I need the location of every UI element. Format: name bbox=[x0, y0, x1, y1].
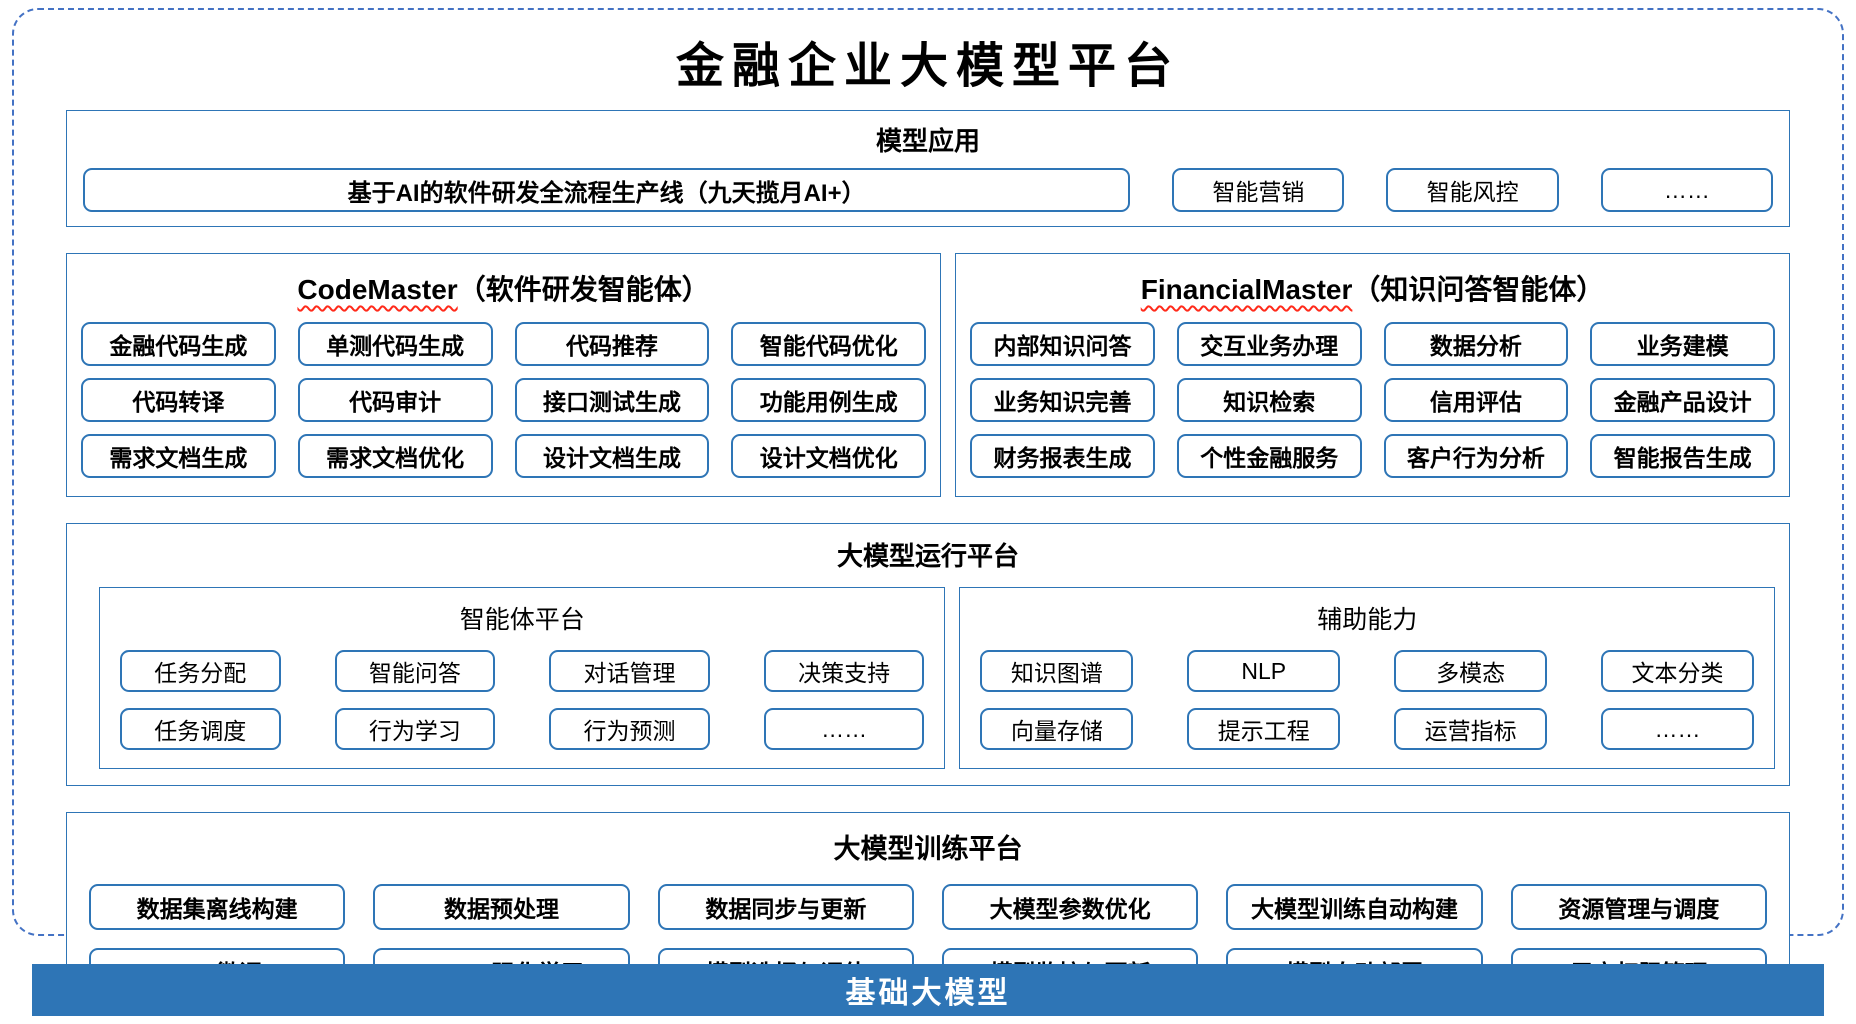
financialmaster-item: 内部知识问答 bbox=[970, 322, 1155, 366]
app-item-risk-control: 智能风控 bbox=[1386, 168, 1559, 212]
codemaster-item: 智能代码优化 bbox=[731, 322, 927, 366]
agent-platform-box: 智能体平台 任务分配 智能问答 对话管理 决策支持 任务调度 行为学习 行为预测… bbox=[99, 587, 946, 769]
agent-platform-item: 智能问答 bbox=[334, 650, 496, 692]
app-item-marketing: 智能营销 bbox=[1172, 168, 1345, 212]
agent-platform-title: 智能体平台 bbox=[459, 606, 585, 634]
agent-platform-item: 行为预测 bbox=[549, 708, 710, 750]
codemaster-item: 功能用例生成 bbox=[731, 378, 927, 422]
financialmaster-item: 知识检索 bbox=[1176, 378, 1362, 422]
agent-platform-grid: 任务分配 智能问答 对话管理 决策支持 任务调度 行为学习 行为预测 …… bbox=[120, 650, 925, 750]
agent-platform-item: 任务调度 bbox=[120, 708, 281, 750]
agent-platform-item: 对话管理 bbox=[549, 650, 710, 692]
financialmaster-item: 财务报表生成 bbox=[970, 434, 1155, 478]
model-application-row: 基于AI的软件研发全流程生产线（九天揽月AI+） 智能营销 智能风控 …… bbox=[83, 168, 1774, 212]
training-item: 大模型参数优化 bbox=[942, 884, 1199, 930]
codemaster-item: 需求文档优化 bbox=[297, 434, 493, 478]
agent-platform-item: 决策支持 bbox=[763, 650, 925, 692]
agent-platform-item: 任务分配 bbox=[120, 650, 281, 692]
codemaster-item: 需求文档生成 bbox=[81, 434, 276, 478]
runtime-row: 智能体平台 任务分配 智能问答 对话管理 决策支持 任务调度 行为学习 行为预测… bbox=[81, 587, 1775, 769]
training-item: 资源管理与调度 bbox=[1510, 884, 1767, 930]
financialmaster-title-zh: （知识问答智能体） bbox=[1352, 274, 1605, 305]
financialmaster-item: 个性金融服务 bbox=[1176, 434, 1362, 478]
agent-platform-item: …… bbox=[763, 708, 925, 750]
auxiliary-item: 运营指标 bbox=[1394, 708, 1548, 750]
app-item-ellipsis: …… bbox=[1600, 168, 1774, 212]
platform-outline: 金融企业大模型平台 模型应用 基于AI的软件研发全流程生产线（九天揽月AI+） … bbox=[12, 8, 1844, 1015]
runtime-platform-section: 大模型运行平台 智能体平台 任务分配 智能问答 对话管理 决策支持 任务调度 行… bbox=[66, 523, 1790, 786]
foundation-model-bar: 基础大模型 bbox=[32, 964, 1824, 1016]
ai-pipeline-box: 基于AI的软件研发全流程生产线（九天揽月AI+） bbox=[83, 168, 1131, 212]
model-application-section: 模型应用 基于AI的软件研发全流程生产线（九天揽月AI+） 智能营销 智能风控 … bbox=[66, 110, 1790, 227]
agents-row: CodeMaster（软件研发智能体） 金融代码生成 单测代码生成 代码推荐 智… bbox=[66, 253, 1790, 497]
financialmaster-section: FinancialMaster（知识问答智能体） 内部知识问答 交互业务办理 数… bbox=[955, 253, 1790, 497]
financialmaster-title-en: FinancialMaster bbox=[1140, 274, 1353, 305]
financialmaster-item: 智能报告生成 bbox=[1590, 434, 1775, 478]
training-item: 数据预处理 bbox=[373, 884, 630, 930]
financialmaster-item: 客户行为分析 bbox=[1383, 434, 1569, 478]
codemaster-item: 接口测试生成 bbox=[514, 378, 710, 422]
training-item: 大模型训练自动构建 bbox=[1226, 884, 1483, 930]
runtime-platform-title: 大模型运行平台 bbox=[836, 541, 1019, 571]
codemaster-title: CodeMaster（软件研发智能体） bbox=[81, 268, 926, 308]
auxiliary-item: …… bbox=[1601, 708, 1754, 750]
foundation-model-label: 基础大模型 bbox=[845, 977, 1011, 1010]
auxiliary-capability-box: 辅助能力 知识图谱 NLP 多模态 文本分类 向量存储 提示工程 运营指标 …… bbox=[959, 587, 1775, 769]
financialmaster-item: 数据分析 bbox=[1383, 322, 1569, 366]
codemaster-item: 设计文档优化 bbox=[731, 434, 927, 478]
financialmaster-title: FinancialMaster（知识问答智能体） bbox=[970, 268, 1775, 308]
codemaster-item: 金融代码生成 bbox=[81, 322, 276, 366]
financialmaster-item: 业务知识完善 bbox=[970, 378, 1155, 422]
auxiliary-item: 多模态 bbox=[1394, 650, 1548, 692]
financialmaster-item: 金融产品设计 bbox=[1590, 378, 1775, 422]
codemaster-item: 设计文档生成 bbox=[514, 434, 710, 478]
financialmaster-item: 交互业务办理 bbox=[1176, 322, 1362, 366]
financialmaster-item: 业务建模 bbox=[1590, 322, 1775, 366]
auxiliary-item: 知识图谱 bbox=[980, 650, 1134, 692]
codemaster-title-en: CodeMaster bbox=[297, 274, 458, 305]
codemaster-item: 代码推荐 bbox=[514, 322, 710, 366]
training-item: 数据集离线构建 bbox=[89, 884, 346, 930]
financialmaster-grid: 内部知识问答 交互业务办理 数据分析 业务建模 业务知识完善 知识检索 信用评估… bbox=[970, 322, 1775, 478]
page-title: 金融企业大模型平台 bbox=[675, 38, 1180, 94]
codemaster-grid: 金融代码生成 单测代码生成 代码推荐 智能代码优化 代码转译 代码审计 接口测试… bbox=[81, 322, 927, 478]
codemaster-item: 单测代码生成 bbox=[297, 322, 493, 366]
auxiliary-item: 提示工程 bbox=[1187, 708, 1341, 750]
auxiliary-item: 文本分类 bbox=[1601, 650, 1754, 692]
codemaster-item: 代码转译 bbox=[81, 378, 276, 422]
auxiliary-capability-title: 辅助能力 bbox=[1317, 606, 1418, 634]
model-application-title: 模型应用 bbox=[875, 126, 980, 156]
codemaster-section: CodeMaster（软件研发智能体） 金融代码生成 单测代码生成 代码推荐 智… bbox=[66, 253, 942, 497]
financialmaster-item: 信用评估 bbox=[1383, 378, 1569, 422]
training-platform-title: 大模型训练平台 bbox=[833, 834, 1023, 864]
agent-platform-item: 行为学习 bbox=[334, 708, 496, 750]
auxiliary-item: 向量存储 bbox=[980, 708, 1134, 750]
codemaster-item: 代码审计 bbox=[297, 378, 493, 422]
codemaster-title-zh: （软件研发智能体） bbox=[457, 274, 710, 305]
auxiliary-item: NLP bbox=[1187, 650, 1341, 692]
training-item: 数据同步与更新 bbox=[657, 884, 914, 930]
auxiliary-capability-grid: 知识图谱 NLP 多模态 文本分类 向量存储 提示工程 运营指标 …… bbox=[980, 650, 1754, 750]
